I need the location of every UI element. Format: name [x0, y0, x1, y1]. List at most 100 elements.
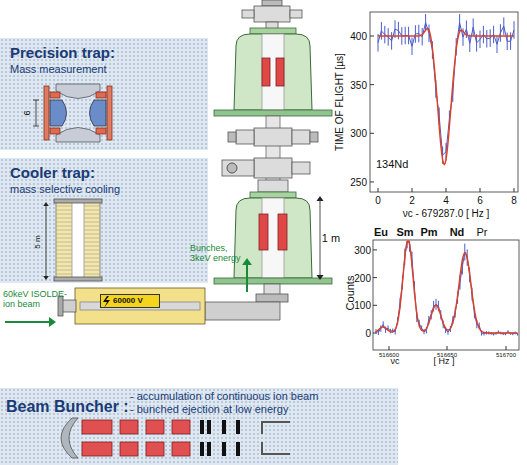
end-flange [54, 277, 102, 281]
beam-note: Bunches, 3keV energy [190, 244, 250, 264]
dimension-label: 6 [23, 110, 33, 115]
chart-label: Eu [374, 226, 388, 238]
error-bar [476, 34, 477, 52]
rf-electrode [146, 420, 164, 434]
cooler-magnet [234, 198, 312, 278]
electrode-gap [56, 214, 100, 215]
chart-label: 0 [375, 195, 381, 206]
magnet-flange [250, 28, 296, 34]
error-bar [493, 26, 494, 44]
error-bar [507, 33, 508, 51]
data-line [376, 241, 518, 334]
drift-tube [262, 422, 290, 454]
chart-label: 134Nd [376, 158, 408, 170]
trap-panel: Cooler trap: mass selective cooling [0, 158, 208, 283]
trap-electrode [259, 214, 268, 250]
error-bar [398, 22, 399, 40]
error-bar [497, 35, 498, 53]
port [242, 10, 254, 18]
buncher-panel: Beam Buncher :- accumulation of continuo… [0, 388, 398, 465]
chart-label: [ Hz ] [433, 357, 454, 367]
cross-piece [254, 6, 290, 22]
port [292, 130, 310, 144]
tick [389, 346, 390, 350]
injection-pipe [62, 300, 76, 312]
chart-label: 350 [350, 80, 367, 91]
extraction-electrode [236, 442, 240, 456]
node-text: - accumulation of continuous ion beam [130, 390, 318, 403]
error-bar [388, 28, 389, 46]
outer-rod [44, 86, 49, 140]
electrode-gap [56, 226, 100, 227]
extraction-electrode [207, 420, 211, 434]
buncher-electrodes [61, 418, 290, 458]
tick [373, 277, 377, 278]
valve-port [222, 160, 254, 176]
chart-label: 100 [354, 300, 371, 311]
data-line [378, 23, 514, 155]
chart-label: νc - 679287.0 [ Hz ] [403, 208, 490, 219]
dimension-line [320, 200, 321, 276]
cross-piece [254, 128, 292, 146]
valve [227, 163, 237, 173]
trap-electrode [278, 214, 287, 250]
tick [446, 188, 447, 192]
dimension-tick [33, 126, 39, 127]
rf-electrode [120, 442, 138, 456]
error-bar [391, 32, 392, 50]
electrode-gap [56, 230, 100, 231]
chart-label: TIME OF FLIGHT [µs] [334, 53, 345, 151]
fit-curve [375, 241, 517, 333]
ion-beam-arrow [5, 321, 50, 323]
tick [378, 188, 379, 192]
error-bar [490, 29, 491, 47]
electrode-gap [56, 222, 100, 223]
chart-label: 516700 [496, 352, 516, 359]
cube [258, 180, 288, 192]
end-flange [54, 199, 102, 203]
chart-label: 0 [365, 328, 371, 339]
rf-electrode [82, 442, 112, 456]
tick [373, 249, 377, 250]
node-text: - bunched ejection at low energy [130, 403, 288, 416]
extraction-electrode [207, 442, 211, 456]
resonance-chart [370, 12, 518, 192]
error-bar [503, 17, 504, 35]
magnet-flange [250, 192, 296, 198]
port [290, 10, 302, 18]
node-heading: Cooler trap: [10, 164, 95, 181]
rf-electrode [82, 420, 112, 434]
extraction-electrode [222, 420, 226, 434]
chart-label: Counts [344, 276, 356, 311]
tick [447, 346, 448, 350]
chart-label: νc [391, 357, 400, 367]
extraction-electrode [200, 420, 204, 434]
outer-rod [107, 86, 112, 140]
tick [370, 181, 374, 182]
electrode-gap [56, 242, 100, 243]
chart-label: Pr [477, 226, 488, 238]
knob [228, 132, 236, 142]
spacer [50, 92, 60, 98]
error-bar [510, 32, 511, 50]
magnet-bore [262, 34, 284, 110]
electrode-gap [56, 254, 100, 255]
voltage-sign: 60000 V [100, 294, 160, 308]
electrode-gap [56, 250, 100, 251]
chart-label: 2 [409, 195, 415, 206]
electrode-gap [56, 266, 100, 267]
extraction-electrode [236, 420, 240, 434]
error-bar [395, 20, 396, 38]
node-text: Mass measurement [10, 63, 107, 76]
precision-magnet [234, 34, 312, 110]
rf-electrode [172, 442, 190, 456]
tick [370, 133, 374, 134]
node-text: mass selective cooling [10, 183, 120, 196]
port [292, 162, 310, 174]
chart-label: 6 [477, 195, 483, 206]
dimension-line [46, 204, 47, 278]
fit-curve [378, 28, 514, 164]
chart-label: 516650 [437, 352, 457, 359]
trap-panel: Precision trap:Mass measurement [0, 38, 208, 150]
